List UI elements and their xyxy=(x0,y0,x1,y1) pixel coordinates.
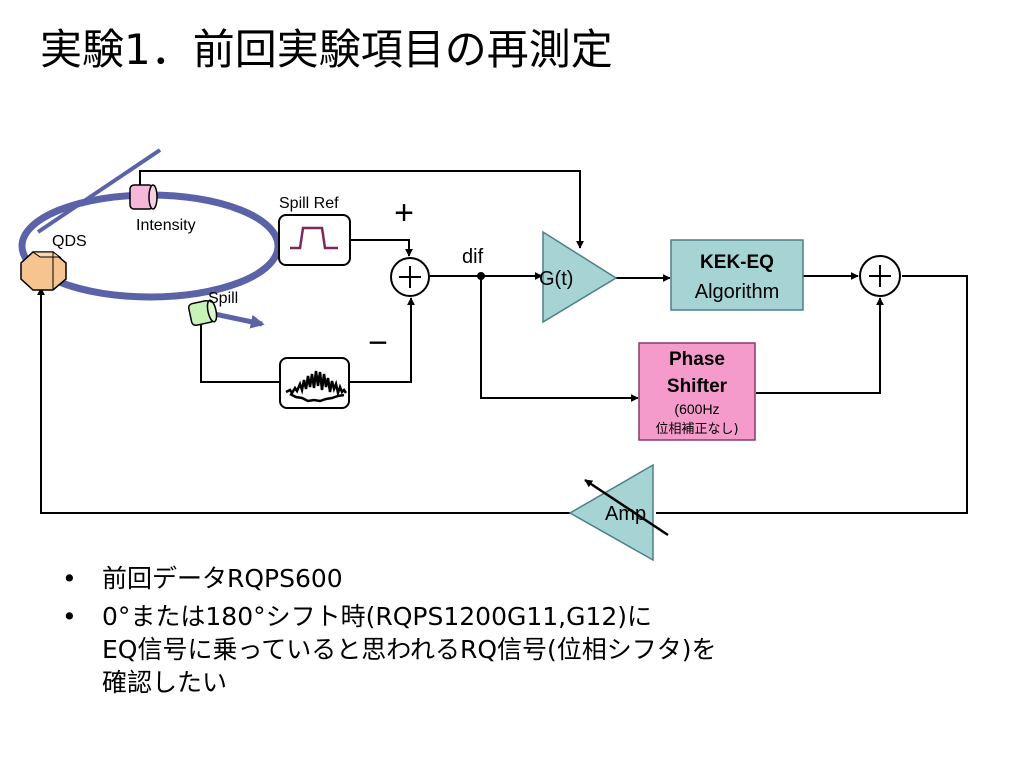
dif-junction-dot xyxy=(477,272,485,280)
qds-magnet-icon xyxy=(20,251,67,291)
phase-shifter-title-line1: Phase xyxy=(669,349,725,370)
gain-block xyxy=(542,230,618,324)
amp-variable-gain-arrow xyxy=(584,478,669,537)
signal-wires xyxy=(37,170,968,514)
kek-eq-block xyxy=(670,239,804,311)
spill-waveform-box xyxy=(279,357,350,409)
amp-label: Amp xyxy=(605,503,646,525)
bullet-list: • 前回データRQPS600 • 0°または180°シフト時(RQPS1200G… xyxy=(62,562,717,704)
amp-to-qds-wire xyxy=(37,287,570,514)
qds-label: QDS xyxy=(52,233,87,250)
bullet-2-line-1: 0°または180°シフト時(RQPS1200G11,G12)に xyxy=(102,602,653,631)
input-summing-junction xyxy=(390,257,430,297)
spill-monitor-icon xyxy=(187,299,218,327)
plus-sign: + xyxy=(394,194,414,232)
phase-shifter-title-line2: Shifter xyxy=(667,376,728,397)
gain-label: G(t) xyxy=(539,268,573,290)
phase-shifter-note-line2: 位相補正なし) xyxy=(655,422,738,437)
output-summing-junction xyxy=(859,255,901,297)
kek-eq-subtitle: Algorithm xyxy=(695,281,779,303)
intensity-label: Intensity xyxy=(136,217,196,234)
minus-sign: − xyxy=(368,324,388,362)
bullet-marker: • xyxy=(62,602,77,631)
bullet-marker: • xyxy=(62,564,77,593)
dif-label: dif xyxy=(462,246,484,268)
phase-shifter-block xyxy=(638,342,756,441)
injection-line xyxy=(36,148,162,234)
bullet-2-line-3: 確認したい xyxy=(102,668,228,697)
intensity-monitor-icon xyxy=(129,184,158,210)
phase-shifter-note-line1: (600Hz xyxy=(674,401,719,417)
spill-to-waveform-wire xyxy=(200,322,280,383)
spill-ref-box xyxy=(278,214,351,266)
spill-noise-waveform-icon xyxy=(285,370,348,398)
amp-block xyxy=(568,463,654,562)
dif-to-phaseshifter-wire xyxy=(480,276,639,402)
summer-to-amp-wire xyxy=(656,275,968,514)
spillref-to-summer-wire xyxy=(350,239,413,257)
spill-label: Spill xyxy=(208,290,238,307)
page-title: 実験1．前回実験項目の再測定 xyxy=(40,25,613,74)
bullet-item-2: • 0°または180°シフト時(RQPS1200G11,G12)に EQ信号に乗… xyxy=(62,600,717,699)
kek-eq-title: KEK-EQ xyxy=(700,252,774,273)
bullet-2-line-2: EQ信号に乗っていると思われるRQ信号(位相シフタ)を xyxy=(102,635,717,664)
spill-ref-pulse-icon xyxy=(290,226,338,250)
bullet-item-1: • 前回データRQPS600 xyxy=(62,562,717,595)
spill-ref-label: Spill Ref xyxy=(279,195,339,212)
intensity-to-gain-wire xyxy=(139,170,584,249)
bullet-1-line-1: 前回データRQPS600 xyxy=(102,564,343,593)
phaseshifter-to-summer-wire xyxy=(756,297,884,394)
waveform-to-summer-wire xyxy=(349,297,415,383)
